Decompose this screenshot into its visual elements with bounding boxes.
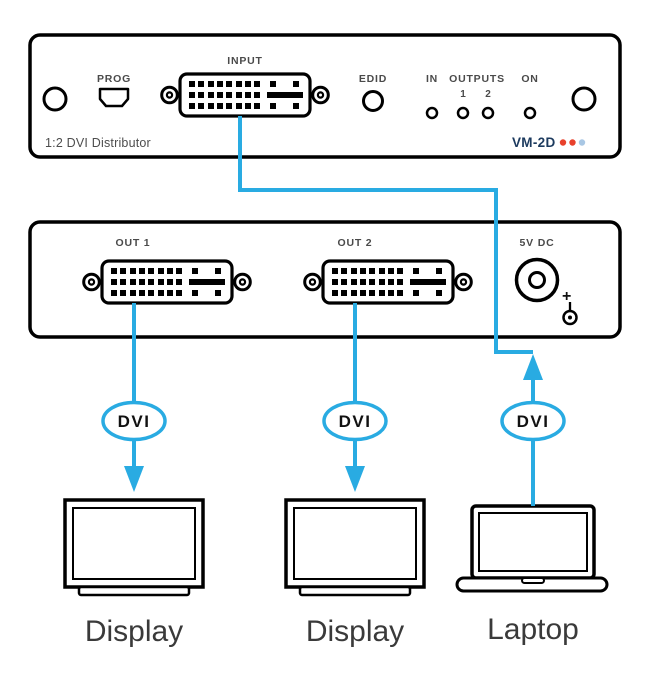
laptop-label: Laptop: [487, 613, 579, 646]
power-label: 5V DC: [520, 237, 555, 249]
display2-label: Display: [306, 615, 404, 648]
dvi-badge-3: [500, 400, 566, 442]
on-led: [523, 106, 537, 120]
mounting-hole-left: [42, 86, 68, 112]
output2-num-label: 2: [485, 89, 491, 100]
output1-led: [456, 106, 470, 120]
on-led-label: ON: [521, 73, 538, 85]
polarity-symbol-icon: [562, 302, 578, 326]
arrow-down-icon: [345, 466, 365, 492]
in-led: [425, 106, 439, 120]
cable-out2-to-display2: [345, 303, 365, 492]
dvi-badges: DVI DVI DVI: [101, 400, 566, 442]
display1-label: Display: [85, 615, 183, 648]
out2-dvi-connector: [303, 259, 473, 305]
out2-label: OUT 2: [338, 237, 373, 249]
mounting-hole-right: [571, 86, 597, 112]
front-panel: PROG INPUT EDID IN OUTPUTS 1 2 ON 1:2 DV…: [28, 33, 622, 159]
dvi-badge2-label: DVI: [339, 412, 372, 431]
in-led-label: IN: [426, 73, 438, 85]
out1-dvi-connector: [82, 259, 252, 305]
input-label: INPUT: [227, 55, 263, 67]
brand-dot-2: [569, 139, 576, 146]
display-2: [284, 498, 426, 597]
cables: [124, 116, 543, 506]
cable-out1-to-display1: [124, 303, 144, 492]
edid-label: EDID: [359, 73, 387, 85]
display-1: [63, 498, 205, 597]
outputs-label: OUTPUTS: [449, 73, 505, 85]
cable-laptop-to-input: [238, 116, 543, 506]
prog-label: PROG: [97, 73, 131, 85]
laptop: [455, 504, 609, 593]
output2-led: [481, 106, 495, 120]
product-name: 1:2 DVI Distributor: [45, 136, 151, 150]
edid-button: [362, 90, 384, 112]
rear-panel: OUT 1 OUT 2 5V DC +: [28, 220, 622, 339]
dvi-badge1-label: DVI: [118, 412, 151, 431]
power-jack-inner: [528, 271, 546, 289]
brand-dot-3: [578, 139, 586, 146]
power-jack-outer: [514, 257, 560, 303]
brand-dot-1: [559, 139, 567, 146]
prog-usb-port-icon: [98, 87, 130, 108]
dvi-badge3-label: DVI: [517, 412, 550, 431]
arrow-up-icon: [523, 354, 543, 380]
out1-label: OUT 1: [116, 237, 151, 249]
arrow-down-icon: [124, 466, 144, 492]
model-name: VM-2D: [512, 135, 556, 150]
dvi-badge-2: [322, 400, 388, 442]
polarity-plus-label: +: [562, 288, 571, 305]
input-dvi-connector: [160, 72, 330, 118]
output1-num-label: 1: [460, 89, 466, 100]
dvi-badge-1: [101, 400, 167, 442]
